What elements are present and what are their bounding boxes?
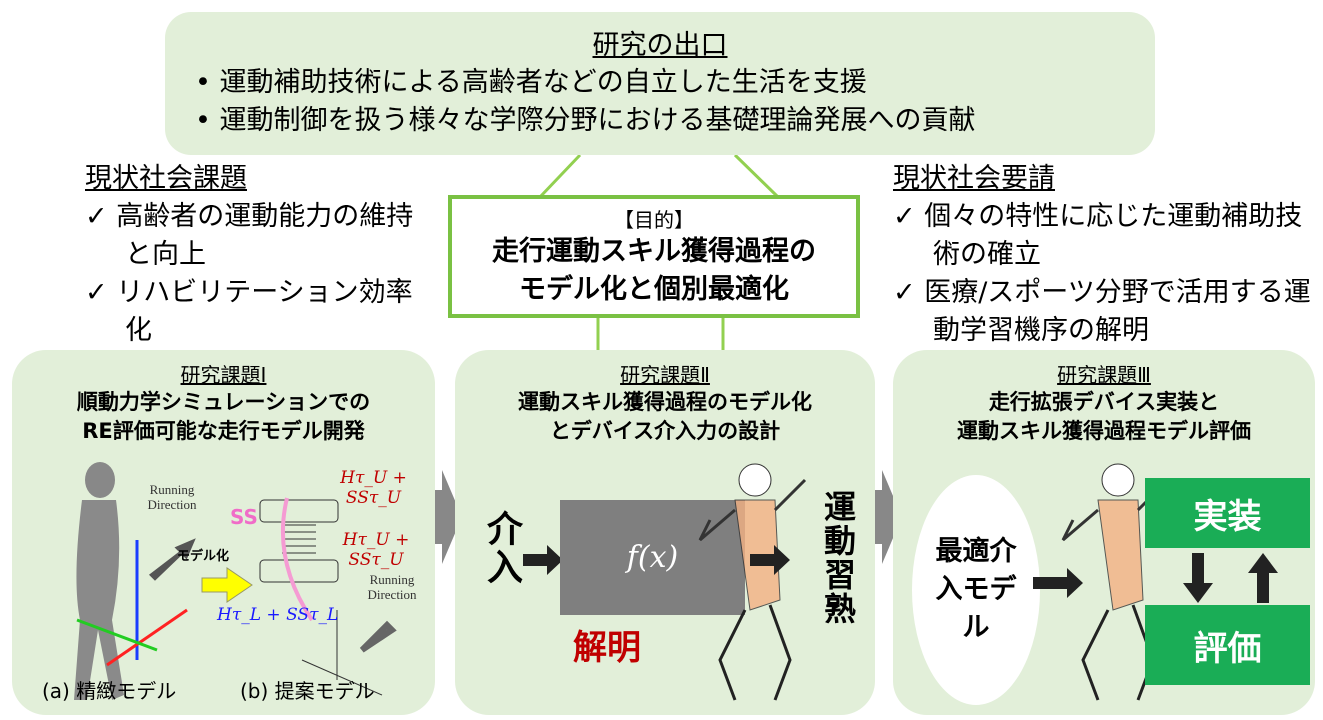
evaluation-box: 評価	[1145, 605, 1310, 685]
skill-mastery-label: 運動習熟	[819, 490, 857, 626]
function-box: f(x)	[560, 500, 745, 615]
issues-heading: 現状社会課題	[85, 163, 247, 194]
outlet-heading: 研究の出口	[592, 30, 728, 61]
panel-title: 運動スキル獲得過程のモデル化	[518, 390, 812, 414]
runner-figure	[698, 463, 807, 701]
arrow-right-icon	[1033, 568, 1083, 598]
lower-torque-label: Hτ_L + SSτ_L	[217, 605, 339, 625]
panel-title: 運動スキル獲得過程モデル評価	[957, 419, 1251, 443]
arrow-right-icon	[523, 545, 563, 575]
modeling-label: モデル化	[177, 549, 230, 564]
panel-title: RE評価可能な走行モデル開発	[82, 419, 365, 443]
purpose-label: 【目的】	[614, 208, 694, 232]
social-demands: 現状社会要請 ✓ 個々の特性に応じた運動補助技術の確立 ✓ 医療/スポーツ分野で…	[893, 160, 1313, 350]
research-topic-1: 研究課題Ⅰ 順動力学シミュレーションでの RE評価可能な走行モデル開発 Runn…	[12, 350, 435, 715]
arrow-down-icon	[1183, 553, 1213, 603]
caption-detailed-model: (a) 精緻モデル	[42, 679, 177, 703]
purpose-title: 走行運動スキル獲得過程の	[492, 236, 816, 267]
upper-torque-label: Hτ_U + SSτ_U	[340, 468, 407, 508]
implementation-box: 実装	[1145, 478, 1310, 548]
arrow-up-icon	[1248, 553, 1278, 603]
research-topic-3: 研究課題Ⅲ 走行拡張デバイス実装と 運動スキル獲得過程モデル評価 最適介入モデル…	[893, 350, 1315, 715]
panel-heading: 研究課題Ⅰ	[180, 363, 267, 387]
caption-proposed-model: (b) 提案モデル	[240, 679, 375, 703]
panel-heading: 研究課題Ⅱ	[620, 363, 710, 387]
demand-item: ✓ 個々の特性に応じた運動補助技術の確立	[893, 201, 1303, 270]
research-outlet-box: 研究の出口 • 運動補助技術による高齢者などの自立した生活を支援 • 運動制御を…	[165, 12, 1155, 155]
panel-title: 走行拡張デバイス実装と	[988, 390, 1220, 414]
panel-heading: 研究課題Ⅲ	[1057, 363, 1151, 387]
demand-item: ✓ 医療/スポーツ分野で活用する運動学習機序の解明	[893, 277, 1311, 346]
outlet-bullet: • 運動制御を扱う様々な学際分野における基礎理論発展への貢献	[195, 105, 976, 136]
issue-item: ✓ リハビリテーション効率化	[85, 277, 413, 346]
demands-heading: 現状社会要請	[893, 163, 1055, 194]
elucidation-label: 解明	[573, 628, 641, 668]
purpose-box: 【目的】 走行運動スキル獲得過程の モデル化と個別最適化	[448, 195, 860, 318]
research-topic-2: 研究課題Ⅱ 運動スキル獲得過程のモデル化 とデバイス介入力の設計 介入 f(x)…	[455, 350, 875, 715]
panel-title: とデバイス介入力の設計	[549, 419, 781, 443]
running-direction-label: Running Direction	[147, 482, 197, 512]
social-issues: 現状社会課題 ✓ 高齢者の運動能力の維持と向上 ✓ リハビリテーション効率化	[85, 160, 425, 350]
intervention-label: 介入	[481, 510, 522, 586]
panel-title: 順動力学シミュレーションでの	[76, 390, 371, 414]
running-direction-label: Running Direction	[367, 572, 417, 602]
purpose-title: モデル化と個別最適化	[519, 274, 789, 305]
ss-label: SS	[230, 505, 258, 529]
model-illustration	[74, 462, 397, 700]
optimal-model-ellipse: 最適介入モデル	[912, 475, 1040, 705]
issue-item: ✓ 高齢者の運動能力の維持と向上	[85, 201, 414, 270]
upper-torque-label: Hτ_U + SSτ_U	[342, 530, 410, 570]
outlet-bullet: • 運動補助技術による高齢者などの自立した生活を支援	[195, 67, 867, 98]
arrow-right-icon	[750, 545, 790, 575]
